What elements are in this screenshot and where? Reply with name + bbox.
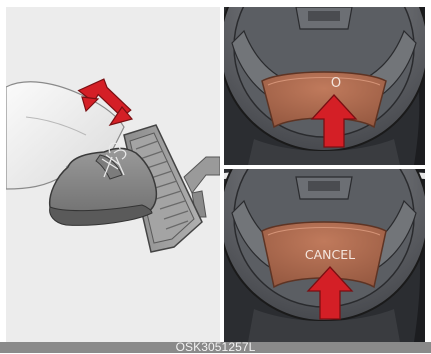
cancel-switch-drawing: CANCEL (224, 169, 425, 342)
figure-code: OSK3051257L (0, 340, 431, 354)
resume-switch-drawing: O (224, 7, 425, 165)
cancel-button-label: CANCEL (305, 247, 355, 262)
resume-button-label: O (331, 76, 341, 91)
brake-pedal-illustration (6, 7, 220, 342)
cancel-switch-panel: CANCEL (224, 169, 425, 342)
figure-caption-bar: OSK3051257L (0, 342, 431, 353)
brake-pedal-drawing (6, 7, 220, 342)
resume-switch-panel: O (224, 7, 425, 165)
